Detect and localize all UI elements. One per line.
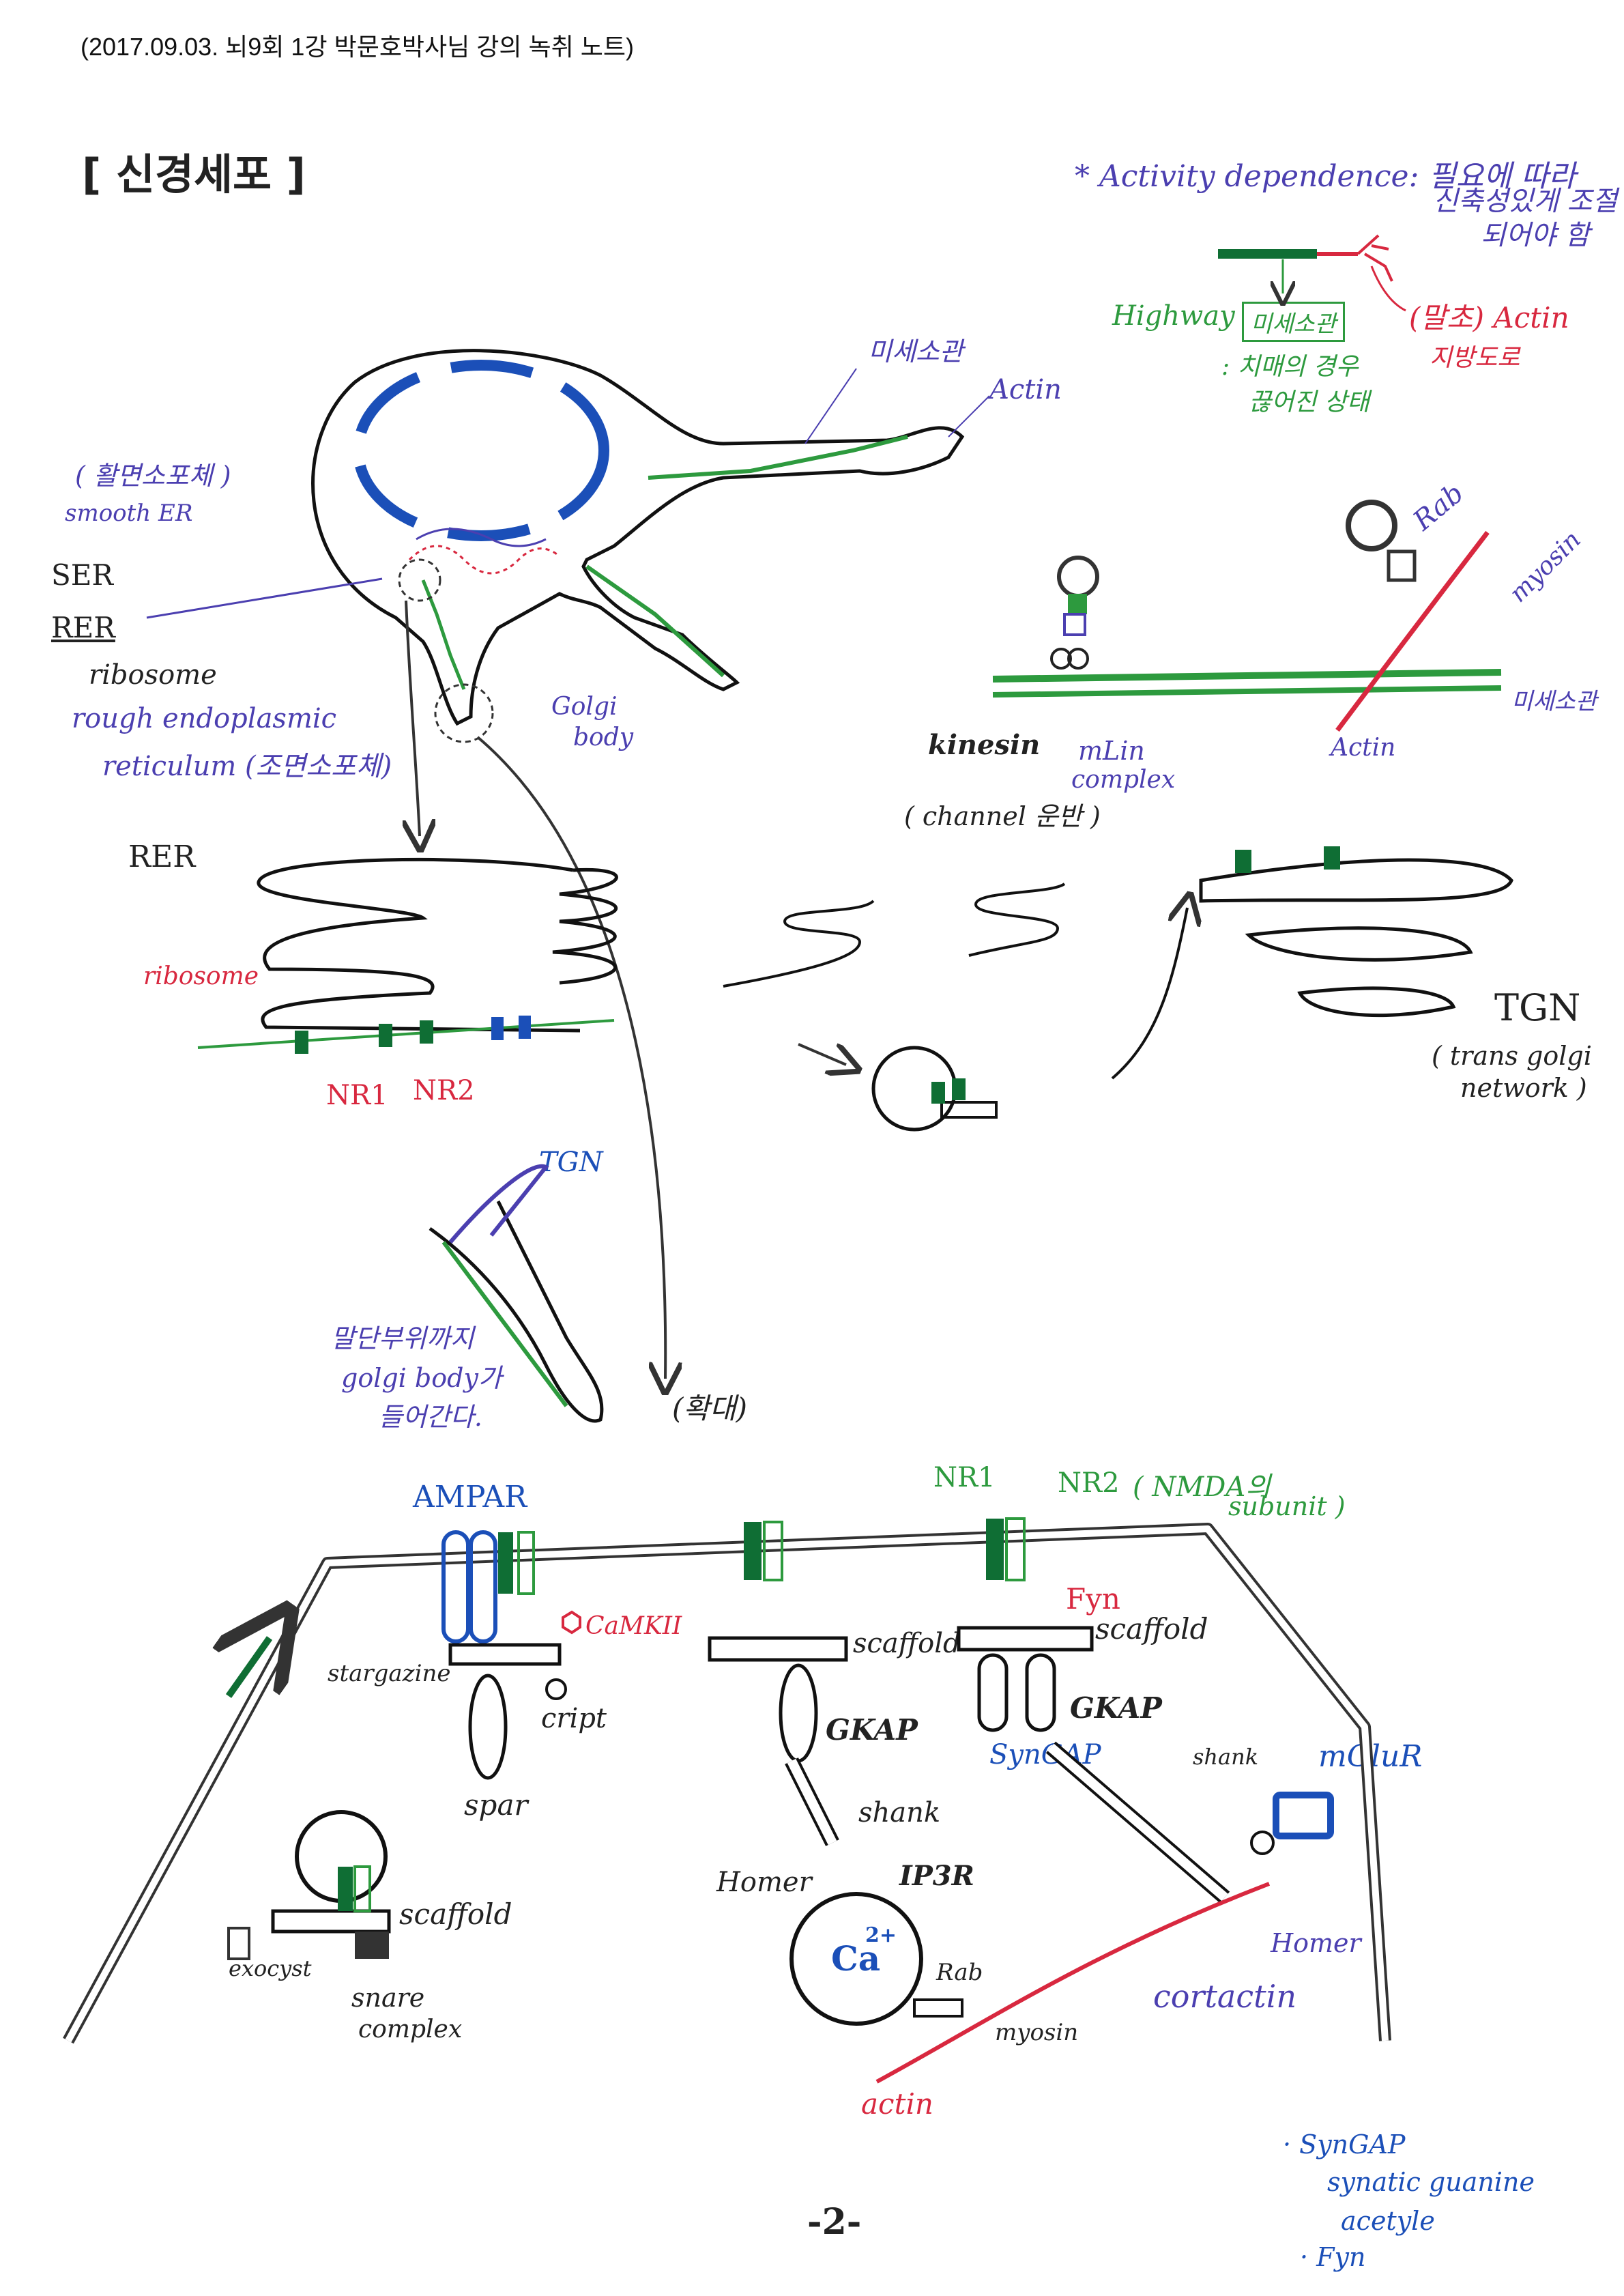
dendrite-note2: 끊어진 상태 xyxy=(1249,388,1370,416)
scaffold-mid-label: scaffold xyxy=(853,1628,961,1659)
camkii-label: CaMKII xyxy=(585,1612,682,1640)
transport-microtubule-label: 미세소관 xyxy=(1511,688,1597,715)
actin-synapse-label: actin xyxy=(861,2087,933,2121)
shank-right-label: shank xyxy=(1193,1744,1259,1770)
actin-peripheral-label: (말초) Actin xyxy=(1409,301,1569,334)
spine-note-line2: golgi body가 xyxy=(341,1363,502,1393)
rer-label: RER xyxy=(51,611,115,644)
rough-er-line1: rough endoplasmic xyxy=(72,703,337,734)
snare-complex-label: complex xyxy=(358,2015,463,2043)
transport-tracks xyxy=(992,500,1502,732)
kinesin-label: kinesin xyxy=(928,729,1041,761)
transport-actin-label: Actin xyxy=(1331,734,1396,762)
page-title: [ 신경세포 ] xyxy=(82,149,306,199)
homer-right-label: Homer xyxy=(1271,1928,1361,1958)
dendrite-note1: : 치매의 경우 xyxy=(1221,353,1359,381)
nmda-label: ( NMDA의 xyxy=(1133,1472,1271,1503)
gkap-mid-label: GKAP xyxy=(826,1713,918,1747)
tgn-title: TGN xyxy=(1494,986,1581,1029)
spine-note-line1: 말단부위까지 xyxy=(331,1323,474,1353)
golgi-label-1: Golgi xyxy=(551,693,618,721)
synapse-diagram xyxy=(63,1517,1391,2084)
subunit-label: subunit ) xyxy=(1228,1491,1346,1521)
rer-detail-title: RER xyxy=(128,840,196,874)
activity-note-line1: * Activity dependence: 필요에 따라 xyxy=(1075,159,1576,194)
activity-note-line2: 신축성있게 조절 xyxy=(1433,186,1618,217)
rer-detail xyxy=(197,857,618,1054)
ampar-label: AMPAR xyxy=(413,1480,527,1515)
scaffold-left-label: scaffold xyxy=(399,1897,512,1931)
smooth-er-label: smooth ER xyxy=(65,500,193,527)
ser-label: SER xyxy=(51,558,114,592)
neuron-soma xyxy=(146,349,990,1379)
channel-transport-label: ( channel 운반 ) xyxy=(904,801,1101,831)
rer-ribosome-label: ribosome xyxy=(143,962,259,990)
fyn-label: Fyn xyxy=(1066,1582,1120,1616)
footnote-line2: synatic guanine xyxy=(1327,2167,1535,2197)
neuron-actin-label: Actin xyxy=(989,374,1062,405)
mlin-label-1: mLin xyxy=(1078,736,1145,766)
myosin-mid-label: myosin xyxy=(995,2019,1079,2046)
rough-er-line2: reticulum (조면소포체) xyxy=(102,751,392,782)
er-group-label: ( 활면소포체 ) xyxy=(75,461,231,491)
ribosome-label: ribosome xyxy=(89,659,217,691)
actin-road-note: 지방도로 xyxy=(1430,344,1520,372)
cript-label: cript xyxy=(541,1703,607,1734)
activity-note-line3: 되어야 함 xyxy=(1481,220,1590,251)
neuron-microtubule-label: 미세소관 xyxy=(868,336,963,367)
calcium-label: Ca xyxy=(831,1938,881,1979)
rab-mid-label: Rab xyxy=(936,1959,983,1986)
shank-mid-label: shank xyxy=(858,1797,941,1828)
spar-label: spar xyxy=(464,1788,528,1822)
cortactin-label: cortactin xyxy=(1153,1978,1296,2015)
homer-mid-label: Homer xyxy=(716,1867,812,1898)
tgn-full-line1: ( trans golgi xyxy=(1432,1041,1592,1071)
highway-label: Highway xyxy=(1112,300,1235,332)
activity-dendrite-sketch xyxy=(1218,234,1406,312)
snare-label: snare xyxy=(351,1983,425,2013)
enlarge-label: (확대) xyxy=(672,1392,748,1425)
footnote-fyn: · Fyn xyxy=(1300,2242,1366,2272)
mlin-label-2: complex xyxy=(1071,766,1176,794)
stargazine-label: stargazine xyxy=(328,1660,451,1687)
spine-golgi-sketch xyxy=(429,1164,604,1423)
nr2-synapse-label: NR2 xyxy=(1058,1467,1120,1499)
ip3r-label: IP3R xyxy=(899,1860,974,1892)
calcium-charge: 2+ xyxy=(865,1923,897,1947)
page-number: -2- xyxy=(807,2201,862,2243)
scaffold-right-label: scaffold xyxy=(1095,1612,1208,1646)
spine-note-line3: 들어간다. xyxy=(379,1402,482,1432)
nr1-label: NR1 xyxy=(326,1080,388,1111)
tgn-full-line2: network ) xyxy=(1460,1073,1587,1103)
tgn-sketch xyxy=(723,846,1513,1132)
nr1-synapse-label: NR1 xyxy=(933,1462,996,1493)
gkap-right-label: GKAP xyxy=(1070,1691,1162,1725)
nr2-label: NR2 xyxy=(413,1075,475,1106)
footnote-line3: acetyle xyxy=(1341,2206,1435,2236)
golgi-label-2: body xyxy=(573,723,634,751)
footnote-syngap: · SynGAP xyxy=(1283,2129,1406,2159)
spine-tgn-label: TGN xyxy=(539,1147,603,1178)
page-header: (2017.09.03. 뇌9회 1강 박문호박사님 강의 녹취 노트) xyxy=(81,33,635,61)
